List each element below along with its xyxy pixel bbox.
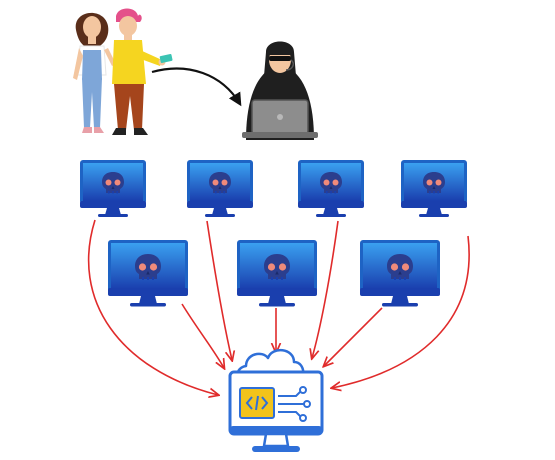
infected-computer-icon bbox=[298, 160, 364, 217]
infected-computers-second-row bbox=[108, 240, 440, 307]
infected-computer-icon bbox=[237, 240, 317, 307]
infected-computer-icon bbox=[401, 160, 467, 217]
attack-traffic-arrows bbox=[87, 219, 470, 395]
attack-arrow bbox=[324, 307, 383, 366]
attack-arrow bbox=[312, 220, 339, 358]
infected-computer-icon bbox=[360, 240, 440, 307]
infected-computers-top-row bbox=[80, 160, 467, 217]
attack-arrow bbox=[87, 219, 218, 395]
infected-computer-icon bbox=[187, 160, 253, 217]
payment-to-attacker-arrow bbox=[151, 67, 242, 107]
customers-illustration bbox=[73, 8, 173, 135]
attack-arrow bbox=[181, 303, 224, 368]
man-figure bbox=[112, 8, 173, 135]
attack-arrow bbox=[206, 220, 232, 360]
target-server-icon bbox=[228, 349, 324, 452]
infected-computer-icon bbox=[80, 160, 146, 217]
woman-figure bbox=[73, 12, 116, 133]
attack-arrow bbox=[332, 235, 470, 388]
infected-computer-icon bbox=[108, 240, 188, 307]
hacker-icon bbox=[242, 41, 318, 140]
